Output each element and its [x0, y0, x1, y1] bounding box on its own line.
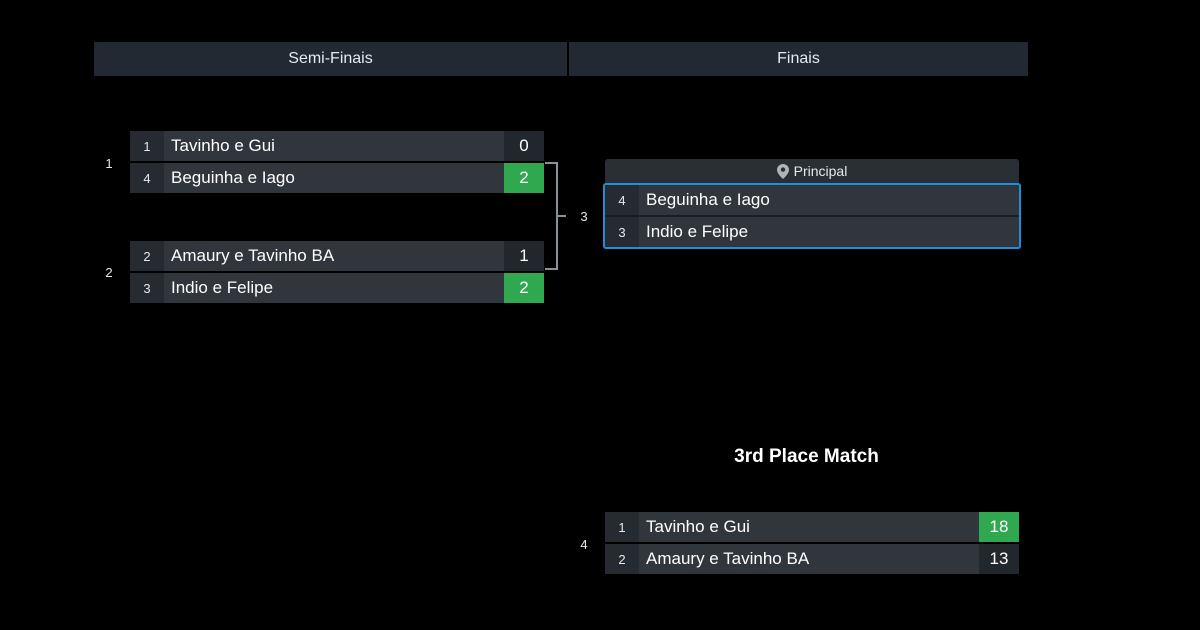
team-seed: 2 [130, 241, 164, 271]
team-score-winner: 18 [979, 512, 1019, 542]
match-number: 2 [105, 265, 113, 280]
team-seed: 1 [130, 131, 164, 161]
round-header-finals: Finais [569, 42, 1028, 76]
round-title-semis: Semi-Finais [288, 50, 373, 67]
team-row[interactable]: 2 Amaury e Tavinho BA 13 [605, 544, 1019, 574]
venue-label: Principal [605, 159, 1019, 183]
venue-name: Principal [793, 163, 848, 179]
team-score: 1 [504, 241, 544, 271]
semi-final-match-1[interactable]: 1 Tavinho e Gui 0 4 Beguinha e Iago 2 [130, 131, 544, 193]
map-pin-icon [776, 163, 789, 179]
final-match[interactable]: 4 Beguinha e Iago 3 Indio e Felipe [603, 183, 1021, 249]
team-name[interactable]: Beguinha e Iago [171, 168, 295, 187]
team-row[interactable]: 3 Indio e Felipe 2 [130, 273, 544, 303]
team-seed: 4 [130, 163, 164, 193]
team-row[interactable]: 1 Tavinho e Gui 18 [605, 512, 1019, 542]
team-name[interactable]: Beguinha e Iago [646, 190, 770, 209]
match-number: 1 [105, 156, 113, 171]
team-score: 13 [979, 544, 1019, 574]
team-name[interactable]: Tavinho e Gui [646, 517, 750, 536]
round-title-finals: Finais [777, 50, 820, 67]
bracket-connector [545, 162, 566, 270]
match-number: 3 [580, 209, 588, 224]
team-row[interactable]: 4 Beguinha e Iago 2 [130, 163, 544, 193]
team-seed: 3 [605, 217, 639, 247]
third-place-title: 3rd Place Match [734, 446, 879, 467]
semi-final-match-2[interactable]: 2 Amaury e Tavinho BA 1 3 Indio e Felipe… [130, 241, 544, 303]
round-header-semis: Semi-Finais [94, 42, 567, 76]
team-seed: 4 [605, 185, 639, 215]
team-name[interactable]: Amaury e Tavinho BA [646, 549, 810, 568]
team-row[interactable]: 4 Beguinha e Iago [605, 185, 1019, 215]
team-row[interactable]: 1 Tavinho e Gui 0 [130, 131, 544, 161]
team-row[interactable]: 3 Indio e Felipe [605, 215, 1019, 247]
match-number: 4 [580, 537, 588, 552]
team-name[interactable]: Indio e Felipe [171, 278, 274, 297]
team-seed: 2 [605, 544, 639, 574]
team-name[interactable]: Indio e Felipe [646, 222, 749, 241]
team-seed: 3 [130, 273, 164, 303]
team-score-winner: 2 [504, 163, 544, 193]
team-row[interactable]: 2 Amaury e Tavinho BA 1 [130, 241, 544, 271]
third-place-match[interactable]: 1 Tavinho e Gui 18 2 Amaury e Tavinho BA… [605, 512, 1019, 574]
team-score-winner: 2 [504, 273, 544, 303]
team-seed: 1 [605, 512, 639, 542]
team-name[interactable]: Tavinho e Gui [171, 136, 275, 155]
team-name[interactable]: Amaury e Tavinho BA [171, 246, 335, 265]
team-score: 0 [504, 131, 544, 161]
